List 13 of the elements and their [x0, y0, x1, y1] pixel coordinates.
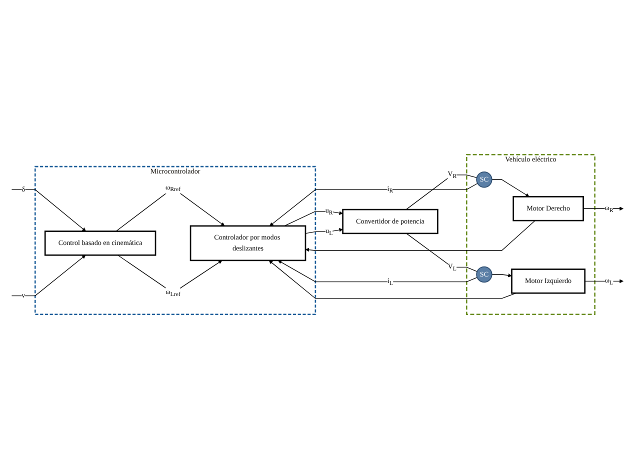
arrow	[305, 220, 536, 252]
arrow	[582, 206, 624, 211]
arrow	[492, 274, 512, 278]
connector	[406, 174, 478, 210]
arrow	[278, 260, 478, 282]
arrow	[270, 183, 478, 226]
arrow	[305, 228, 343, 234]
connector	[406, 233, 478, 272]
arrow	[584, 279, 624, 284]
arrow	[492, 179, 530, 197]
arrow	[284, 210, 343, 226]
arrow	[11, 254, 86, 296]
arrow	[11, 189, 86, 232]
